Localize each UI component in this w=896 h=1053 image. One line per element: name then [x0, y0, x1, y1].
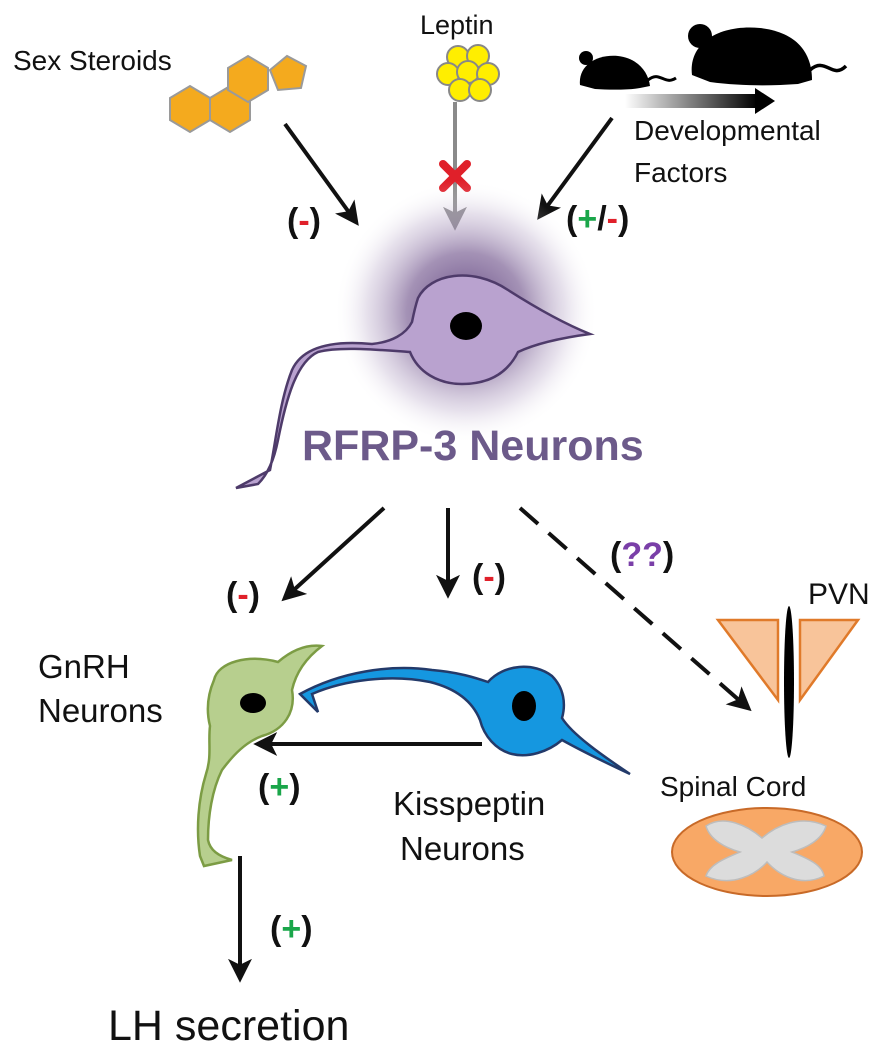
mouse-large-icon [688, 24, 848, 86]
developmental-label-line1: Developmental [634, 115, 821, 146]
steroid-molecule-icon [169, 54, 308, 134]
sex-steroids-arrow [283, 122, 359, 226]
pvn-icon [715, 618, 861, 704]
developmental-label-line2: Factors [634, 157, 727, 188]
kisspeptin-nucleus-icon [512, 691, 536, 721]
gnrh-nucleus-icon [240, 693, 266, 713]
growth-arrow-icon [625, 88, 775, 114]
sex-steroids-label: Sex Steroids [13, 45, 172, 76]
gnrh-inhibit-effect: (-) [226, 576, 260, 614]
lh-secretion-label: LH secretion [108, 1002, 349, 1050]
kisspeptin-label-line2: Neurons [400, 830, 525, 867]
rfrp-to-pvn-arrow [518, 506, 752, 712]
developmental-effect: (+/-) [566, 200, 629, 238]
lh-excite-effect: (+) [270, 910, 313, 948]
spinal-grey-matter-icon [705, 820, 827, 882]
pvn-unknown-effect: (??) [610, 536, 674, 574]
gnrh-label-line1: GnRH [38, 648, 130, 685]
leptin-molecule-icon [436, 44, 500, 102]
rfrp3-nucleus-icon [450, 312, 482, 340]
rfrp3-title: RFRP-3 Neurons [302, 422, 644, 470]
spinal-cord-label: Spinal Cord [660, 771, 806, 802]
pvn-label: PVN [808, 578, 870, 611]
rfrp3-neuron-icon [235, 274, 595, 490]
gnrh-label-line2: Neurons [38, 692, 163, 729]
kisspeptin-label-line1: Kisspeptin [393, 785, 545, 822]
rfrp-to-gnrh-arrow [281, 506, 386, 602]
mouse-small-icon [579, 51, 677, 90]
gnrh-neuron-icon [196, 644, 326, 868]
kisspeptin-neuron-icon [297, 665, 631, 776]
kiss-inhibit-effect: (-) [472, 558, 506, 596]
sex-steroids-effect: (-) [287, 202, 321, 240]
pvn-midline-icon [784, 606, 794, 758]
developmental-arrow [537, 116, 614, 220]
kiss-excite-effect: (+) [258, 768, 301, 806]
leptin-label: Leptin [420, 10, 494, 40]
